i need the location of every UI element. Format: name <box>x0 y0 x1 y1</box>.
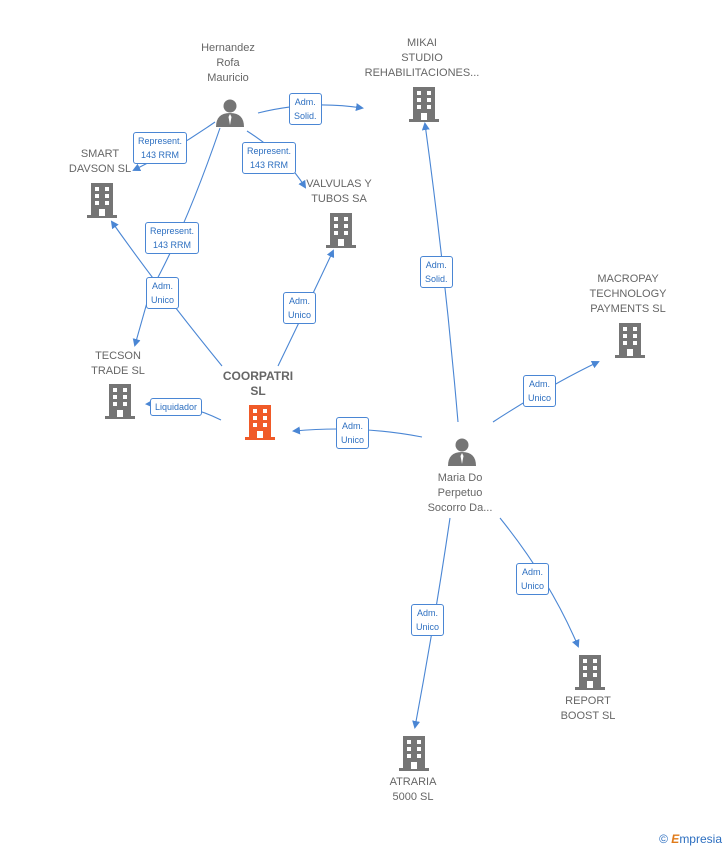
node-label-valvulas[interactable]: VALVULAS Y TUBOS SA <box>306 178 372 205</box>
building-icon[interactable] <box>104 383 136 419</box>
edge-label: Liquidador <box>150 398 203 416</box>
building-icon[interactable] <box>408 86 440 122</box>
edge-label: Represent. 143 RRM <box>242 142 297 174</box>
edge-label: Adm. Unico <box>516 563 550 595</box>
node-label-maria[interactable]: Maria Do Perpetuo Socorro Da... <box>427 472 493 514</box>
edge-label: Adm. Unico <box>146 277 180 309</box>
edge-label: Represent. 143 RRM <box>145 222 200 254</box>
node-label-coorpatri[interactable]: COORPATRI SL <box>222 369 294 398</box>
building-icon[interactable] <box>325 212 357 248</box>
brand-initial: E <box>671 832 680 846</box>
copyright-symbol: © <box>659 832 668 846</box>
edge-label: Adm. Unico <box>283 292 317 324</box>
edge-label: Adm. Unico <box>411 604 445 636</box>
edge-label: Adm. Solid. <box>289 93 322 125</box>
building-icon[interactable] <box>614 322 646 358</box>
node-label-macropay[interactable]: MACROPAY TECHNOLOGY PAYMENTS SL <box>589 273 667 315</box>
building-icon-main[interactable] <box>244 404 276 440</box>
building-icon[interactable] <box>398 735 430 771</box>
node-label-mikai[interactable]: MIKAI STUDIO REHABILITACIONES... <box>364 37 480 79</box>
node-label-hernandez[interactable]: Hernandez Rofa Mauricio <box>201 42 255 84</box>
node-label-tecson[interactable]: TECSON TRADE SL <box>91 350 145 377</box>
building-icon[interactable] <box>574 654 606 690</box>
edge-label: Represent. 143 RRM <box>133 132 188 164</box>
edge-label: Adm. Unico <box>523 375 557 407</box>
building-icon[interactable] <box>86 182 118 218</box>
node-label-atraria[interactable]: ATRARIA 5000 SL <box>389 776 437 803</box>
edge-label: Adm. Solid. <box>420 256 453 288</box>
person-icon[interactable] <box>446 435 478 467</box>
node-label-report[interactable]: REPORT BOOST SL <box>560 695 616 722</box>
footer-brand[interactable]: © Empresia <box>659 832 722 846</box>
node-label-smart[interactable]: SMART DAVSON SL <box>68 148 132 175</box>
edge-label: Adm. Unico <box>336 417 370 449</box>
brand-name: mpresia <box>679 832 722 846</box>
person-icon[interactable] <box>214 96 246 128</box>
